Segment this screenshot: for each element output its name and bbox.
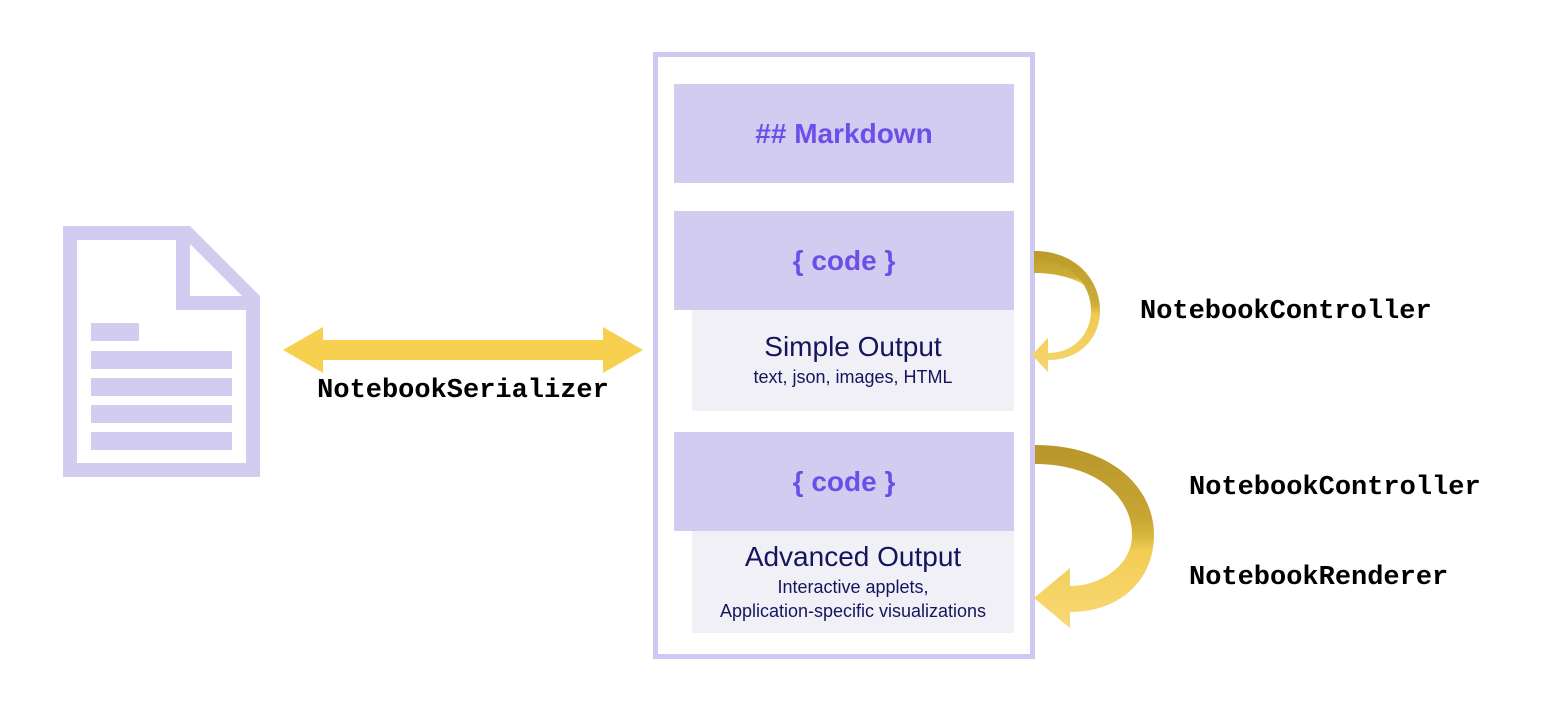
advanced-output-subtitle: Interactive applets, Application-specifi…: [720, 576, 986, 623]
serializer-label: NotebookSerializer: [317, 376, 609, 406]
notebook-cell-code-1[interactable]: { code }: [674, 211, 1014, 310]
controller-curved-arrow-icon: [1032, 248, 1136, 373]
simple-output-title: Simple Output: [764, 331, 942, 363]
advanced-output-subtitle-line-2: Application-specific visualizations: [719, 600, 987, 621]
advanced-output-title: Advanced Output: [744, 541, 962, 573]
markdown-cell-label: ## Markdown: [755, 117, 933, 149]
notebook-panel: ## Markdown { code } Simple Output text,…: [653, 52, 1035, 659]
double-headed-arrow-icon: [283, 326, 643, 374]
notebook-cell-code-2[interactable]: { code }: [674, 432, 1014, 531]
code-cell-label-2: { code }: [792, 465, 896, 497]
advanced-output-block: Advanced Output Interactive applets, App…: [692, 531, 1014, 633]
notebook-cell-markdown[interactable]: ## Markdown: [674, 84, 1014, 183]
label-notebook-controller-advanced: NotebookController: [1189, 473, 1481, 503]
simple-output-subtitle: text, json, images, HTML: [753, 367, 953, 388]
label-notebook-renderer: NotebookRenderer: [1189, 563, 1449, 593]
advanced-output-subtitle-line-1: Interactive applets,: [777, 577, 929, 598]
label-notebook-controller-simple: NotebookController: [1140, 297, 1432, 327]
document-file-icon: [63, 226, 260, 477]
controller-renderer-curved-arrow-icon: [1032, 440, 1192, 630]
simple-output-block: Simple Output text, json, images, HTML: [692, 310, 1014, 411]
serializer-connector: NotebookSerializer: [283, 326, 643, 426]
code-cell-label-1: { code }: [792, 244, 896, 276]
